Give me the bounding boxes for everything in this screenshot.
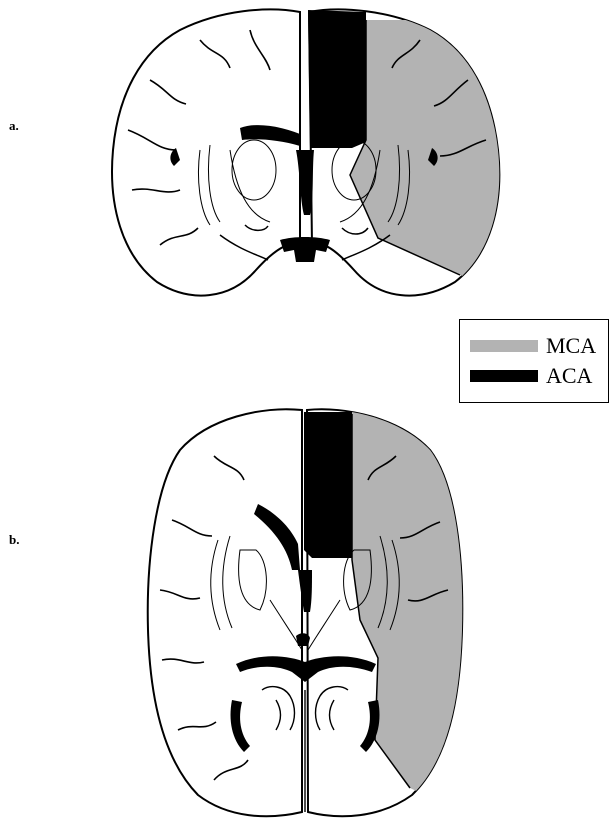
- legend-label-mca: MCA: [546, 334, 596, 358]
- aca-territory-a: [308, 10, 366, 148]
- legend-item-aca: ACA: [470, 364, 592, 388]
- coronal-brain-section: [0, 0, 609, 310]
- legend-item-mca: MCA: [470, 334, 596, 358]
- aca-territory-b: [304, 412, 352, 558]
- legend-swatch-mca: [470, 340, 538, 352]
- axial-brain-section: [0, 400, 609, 821]
- legend-label-aca: ACA: [546, 364, 592, 388]
- legend: MCA ACA: [459, 319, 609, 403]
- legend-swatch-aca: [470, 370, 538, 382]
- left-hemisphere-b: [148, 409, 302, 816]
